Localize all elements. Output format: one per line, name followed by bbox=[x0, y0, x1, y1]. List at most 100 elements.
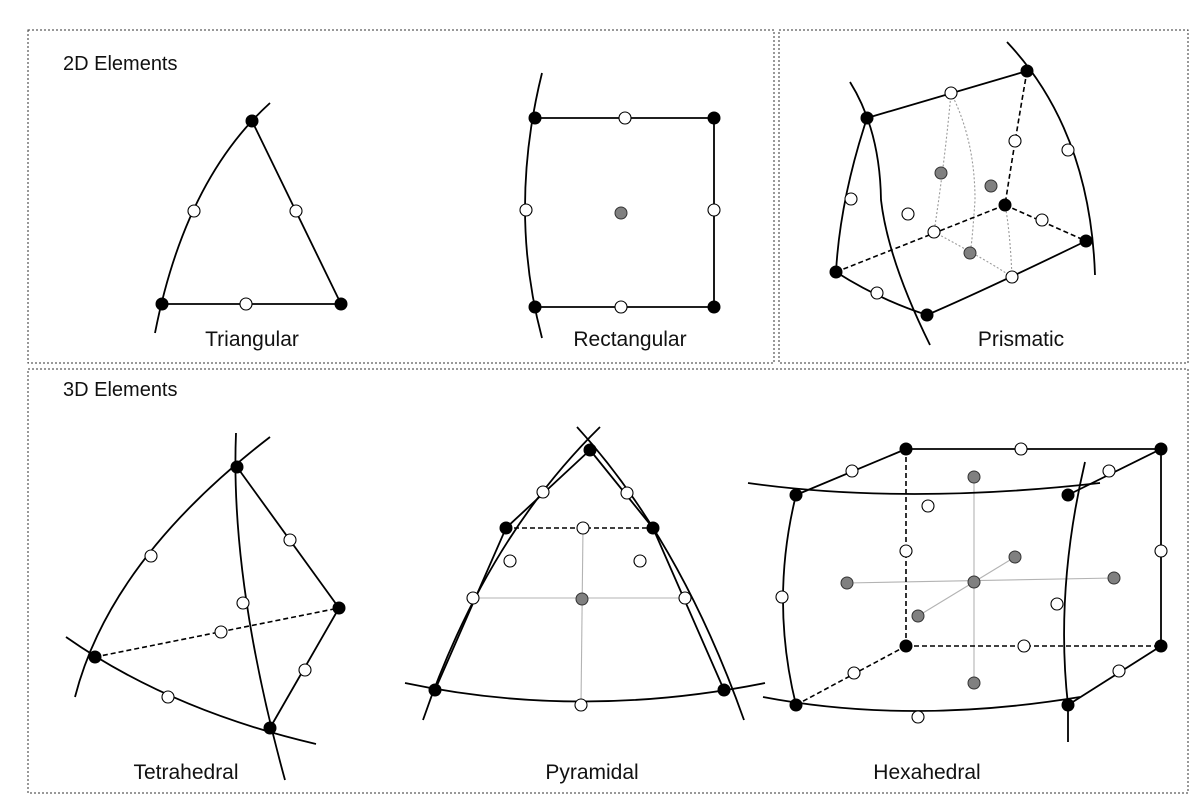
interior-line bbox=[580, 527, 584, 706]
midside-node bbox=[239, 297, 253, 311]
triangular-element bbox=[154, 102, 348, 334]
midside-node bbox=[1008, 134, 1022, 148]
element-edge bbox=[762, 696, 1081, 712]
midside-node bbox=[921, 499, 935, 513]
interior-node bbox=[967, 470, 981, 484]
prismatic-element bbox=[829, 41, 1096, 346]
corner-node bbox=[1061, 488, 1075, 502]
corner-node bbox=[334, 297, 348, 311]
corner-node bbox=[998, 198, 1012, 212]
midside-node bbox=[633, 554, 647, 568]
tetrahedral-element bbox=[65, 432, 346, 781]
interior-node bbox=[984, 179, 998, 193]
midside-node bbox=[911, 710, 925, 724]
element-edge bbox=[422, 426, 601, 721]
midside-node bbox=[187, 204, 201, 218]
midside-node bbox=[614, 300, 628, 314]
element-edge bbox=[576, 426, 745, 721]
midside-node bbox=[1061, 143, 1075, 157]
midside-node bbox=[503, 554, 517, 568]
interior-node bbox=[614, 206, 628, 220]
midside-node bbox=[844, 192, 858, 206]
midside-node bbox=[283, 533, 297, 547]
corner-node bbox=[899, 442, 913, 456]
corner-node bbox=[1020, 64, 1034, 78]
midside-node bbox=[1050, 597, 1064, 611]
corner-node bbox=[428, 683, 442, 697]
interior-node bbox=[967, 676, 981, 690]
corner-node bbox=[88, 650, 102, 664]
midside-node bbox=[144, 549, 158, 563]
element-edge bbox=[154, 102, 271, 334]
corner-node bbox=[1061, 698, 1075, 712]
midside-node bbox=[899, 544, 913, 558]
interior-node bbox=[911, 609, 925, 623]
hexahedral-element bbox=[747, 442, 1168, 742]
midside-node bbox=[214, 625, 228, 639]
corner-node bbox=[1154, 442, 1168, 456]
section-title-2d: 2D Elements bbox=[63, 53, 178, 75]
midside-node bbox=[870, 286, 884, 300]
interior-node bbox=[934, 166, 948, 180]
element-edge bbox=[404, 682, 766, 703]
interior-line bbox=[1004, 204, 1013, 278]
interior-line bbox=[950, 92, 976, 254]
element-edge bbox=[434, 449, 591, 691]
midside-node bbox=[536, 485, 550, 499]
hidden-edge bbox=[795, 645, 907, 706]
midside-node bbox=[775, 590, 789, 604]
corner-node bbox=[646, 521, 660, 535]
midside-node bbox=[466, 591, 480, 605]
midside-node bbox=[1017, 639, 1031, 653]
interior-node bbox=[575, 592, 589, 606]
element-edge bbox=[589, 449, 725, 691]
interior-line bbox=[846, 577, 1115, 584]
corner-node bbox=[717, 683, 731, 697]
element-edge bbox=[74, 436, 271, 698]
midside-node bbox=[678, 591, 692, 605]
corner-node bbox=[528, 111, 542, 125]
label-hexahedral: Hexahedral bbox=[873, 761, 980, 784]
midside-node bbox=[298, 663, 312, 677]
midside-node bbox=[1014, 442, 1028, 456]
corner-node bbox=[789, 698, 803, 712]
midside-node bbox=[576, 521, 590, 535]
pyramidal-element bbox=[404, 426, 766, 721]
element-edge bbox=[65, 636, 317, 745]
midside-node bbox=[1154, 544, 1168, 558]
element-edge bbox=[1063, 461, 1086, 742]
midside-node bbox=[901, 207, 915, 221]
element-edge bbox=[747, 482, 1101, 495]
corner-node bbox=[1079, 234, 1093, 248]
midside-node bbox=[519, 203, 533, 217]
midside-node bbox=[1112, 664, 1126, 678]
corner-node bbox=[332, 601, 346, 615]
midside-node bbox=[927, 225, 941, 239]
corner-node bbox=[707, 300, 721, 314]
corner-node bbox=[155, 297, 169, 311]
interior-node bbox=[840, 576, 854, 590]
midside-node bbox=[236, 596, 250, 610]
element-edge bbox=[926, 240, 1087, 316]
midside-node bbox=[161, 690, 175, 704]
hidden-edge bbox=[835, 204, 1006, 273]
corner-node bbox=[499, 521, 513, 535]
corner-node bbox=[230, 460, 244, 474]
section-title-3d: 3D Elements bbox=[63, 379, 178, 401]
midside-node bbox=[1102, 464, 1116, 478]
frame-2d-elements bbox=[27, 29, 775, 364]
interior-line bbox=[917, 556, 1016, 617]
corner-node bbox=[789, 488, 803, 502]
midside-node bbox=[707, 203, 721, 217]
midside-node bbox=[289, 204, 303, 218]
midside-node bbox=[1005, 270, 1019, 284]
interior-line bbox=[933, 92, 952, 233]
midside-node bbox=[845, 464, 859, 478]
interior-node bbox=[1107, 571, 1121, 585]
midside-node bbox=[944, 86, 958, 100]
interior-node bbox=[963, 246, 977, 260]
midside-node bbox=[620, 486, 634, 500]
midside-node bbox=[574, 698, 588, 712]
corner-node bbox=[860, 111, 874, 125]
